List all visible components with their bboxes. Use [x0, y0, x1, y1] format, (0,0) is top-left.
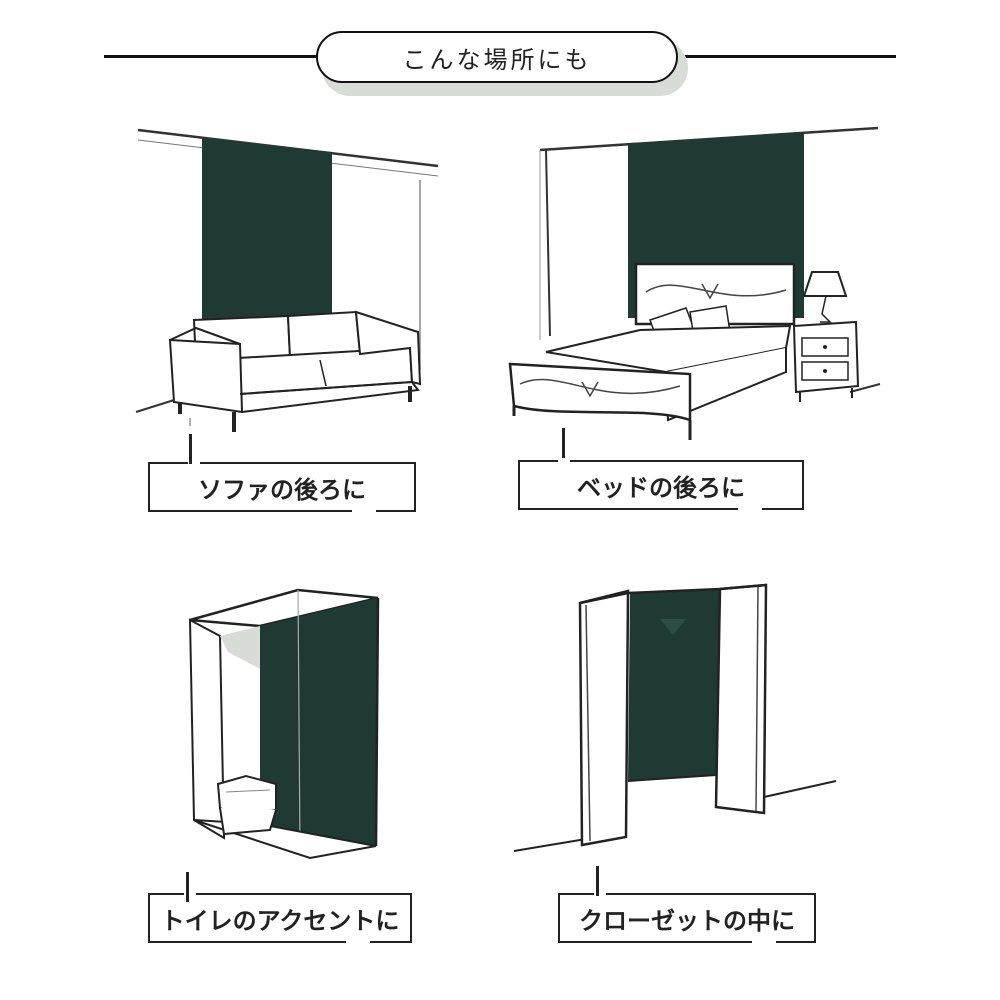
label-sofa-text: ソファの後ろに	[198, 475, 366, 504]
toilet-illustration	[188, 588, 380, 860]
page-title: こんな場所にも	[402, 45, 592, 74]
label-pointer	[596, 866, 599, 896]
label-pointer	[562, 428, 565, 458]
header-pill	[316, 31, 678, 83]
label-toilet: トイレのアクセントに	[148, 893, 412, 943]
label-gap	[346, 939, 370, 945]
label-pointer	[186, 872, 189, 902]
label-sofa: ソファの後ろに	[148, 462, 416, 512]
label-gap	[184, 890, 196, 896]
label-gap	[558, 457, 570, 463]
accent-wallpaper-panel	[202, 138, 332, 320]
sofa-illustration	[135, 128, 439, 432]
accent-wallpaper-panel	[628, 589, 722, 781]
label-gap	[738, 506, 762, 512]
label-bed: ベッドの後ろに	[518, 460, 804, 510]
label-toilet-text: トイレのアクセントに	[160, 906, 400, 935]
label-pointer	[189, 434, 192, 464]
closet-illustration	[513, 583, 837, 852]
bed-illustration	[508, 126, 881, 440]
label-gap	[352, 508, 376, 514]
label-gap	[752, 939, 776, 945]
label-gap	[594, 890, 606, 896]
label-gap	[188, 459, 200, 465]
label-closet: クローゼットの中に	[558, 893, 816, 943]
header-rule-right	[674, 55, 896, 58]
accent-wallpaper-panel	[260, 598, 378, 846]
label-closet-text: クローゼットの中に	[579, 906, 795, 935]
label-bed-text: ベッドの後ろに	[577, 473, 745, 502]
header-rule-left	[104, 55, 322, 58]
